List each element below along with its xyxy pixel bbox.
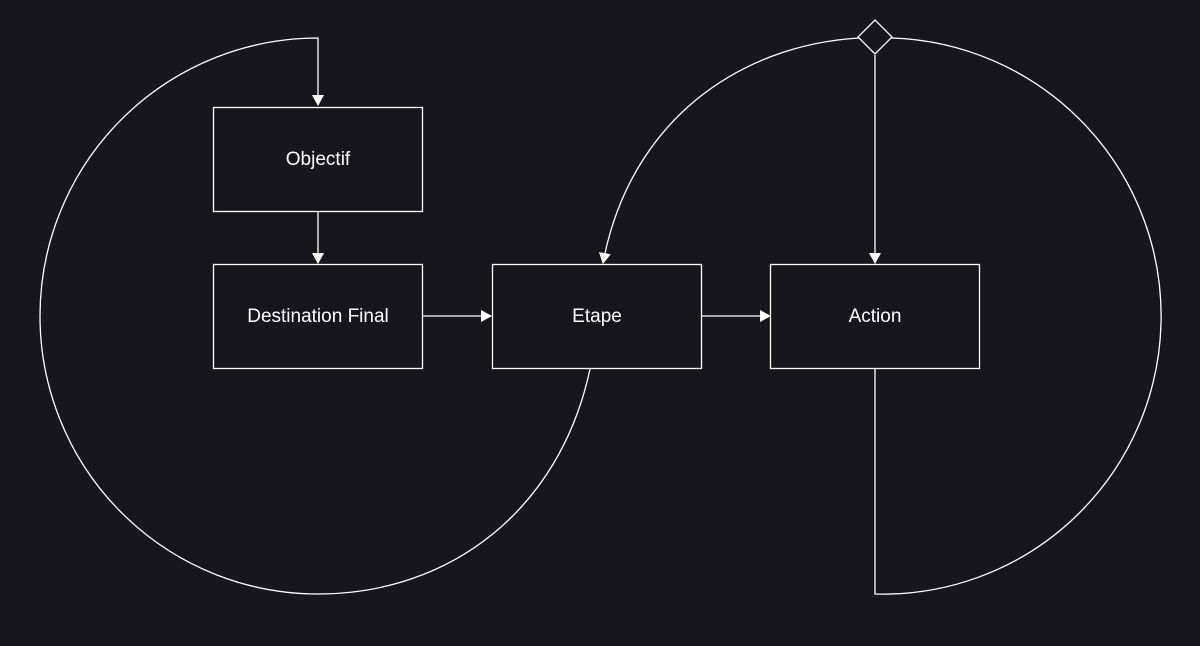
node-destination-final[interactable]: Destination Final <box>212 263 424 370</box>
node-objectif[interactable]: Objectif <box>212 106 424 213</box>
node-action[interactable]: Action <box>769 263 981 370</box>
node-etape-label: Etape <box>572 306 622 327</box>
node-action-label: Action <box>849 306 902 327</box>
loop-right-to-etape-connector <box>598 37 860 264</box>
node-etape[interactable]: Etape <box>491 263 703 370</box>
decision-diamond[interactable] <box>857 19 893 55</box>
loop-right-connector <box>874 37 1162 595</box>
node-destination-final-label: Destination Final <box>247 306 389 327</box>
loop-left-connector <box>39 37 591 595</box>
node-objectif-label: Objectif <box>286 149 351 170</box>
